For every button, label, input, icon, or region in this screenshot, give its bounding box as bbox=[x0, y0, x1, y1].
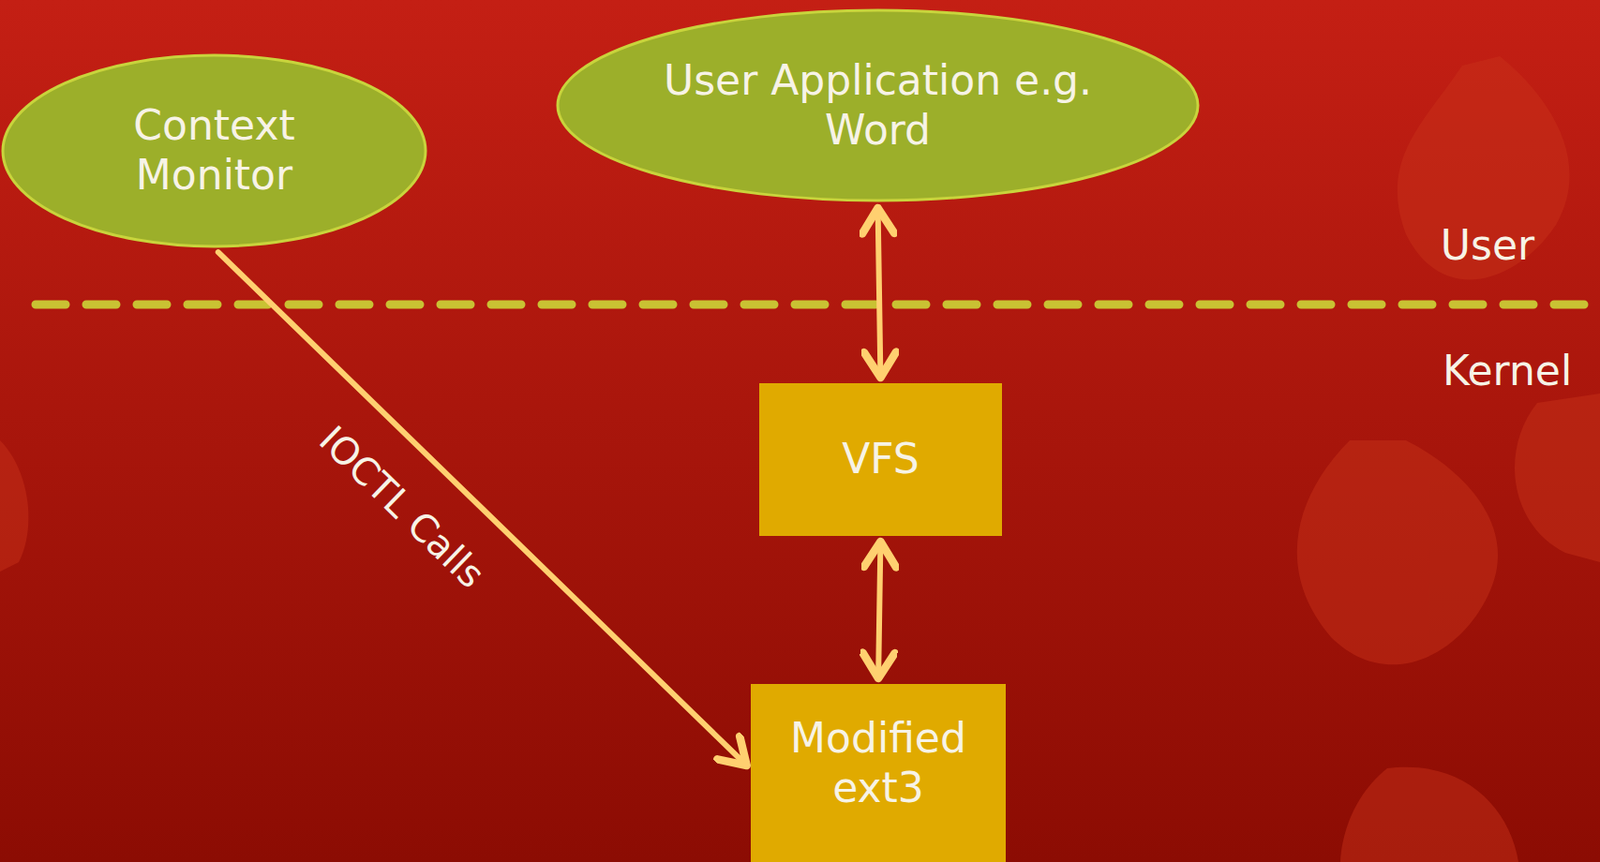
vfs-box: VFS bbox=[759, 383, 1002, 537]
layer-label: Kernel bbox=[1442, 346, 1572, 395]
data-arrow bbox=[878, 208, 882, 378]
filesystem-box: Modified ext3 bbox=[750, 684, 1006, 862]
application-ellipse: User Application e.g. Word bbox=[555, 8, 1200, 203]
node-text: VFS bbox=[841, 434, 920, 485]
ioctl-arrow bbox=[218, 252, 748, 766]
box-fill bbox=[750, 684, 1006, 862]
node-text: Context Monitor bbox=[74, 101, 356, 201]
node-text: Modified ext3 bbox=[765, 714, 991, 814]
data-arrow bbox=[878, 541, 881, 679]
ellipse-outline bbox=[2, 55, 426, 247]
node-text: User Application e.g. Word bbox=[662, 56, 1094, 156]
layer-label: User bbox=[1440, 221, 1535, 270]
edge-label: IOCTL Calls bbox=[311, 418, 494, 598]
process-ellipse: Context Monitor bbox=[0, 53, 428, 249]
box-fill bbox=[759, 383, 1002, 537]
ellipse-outline bbox=[557, 10, 1198, 201]
